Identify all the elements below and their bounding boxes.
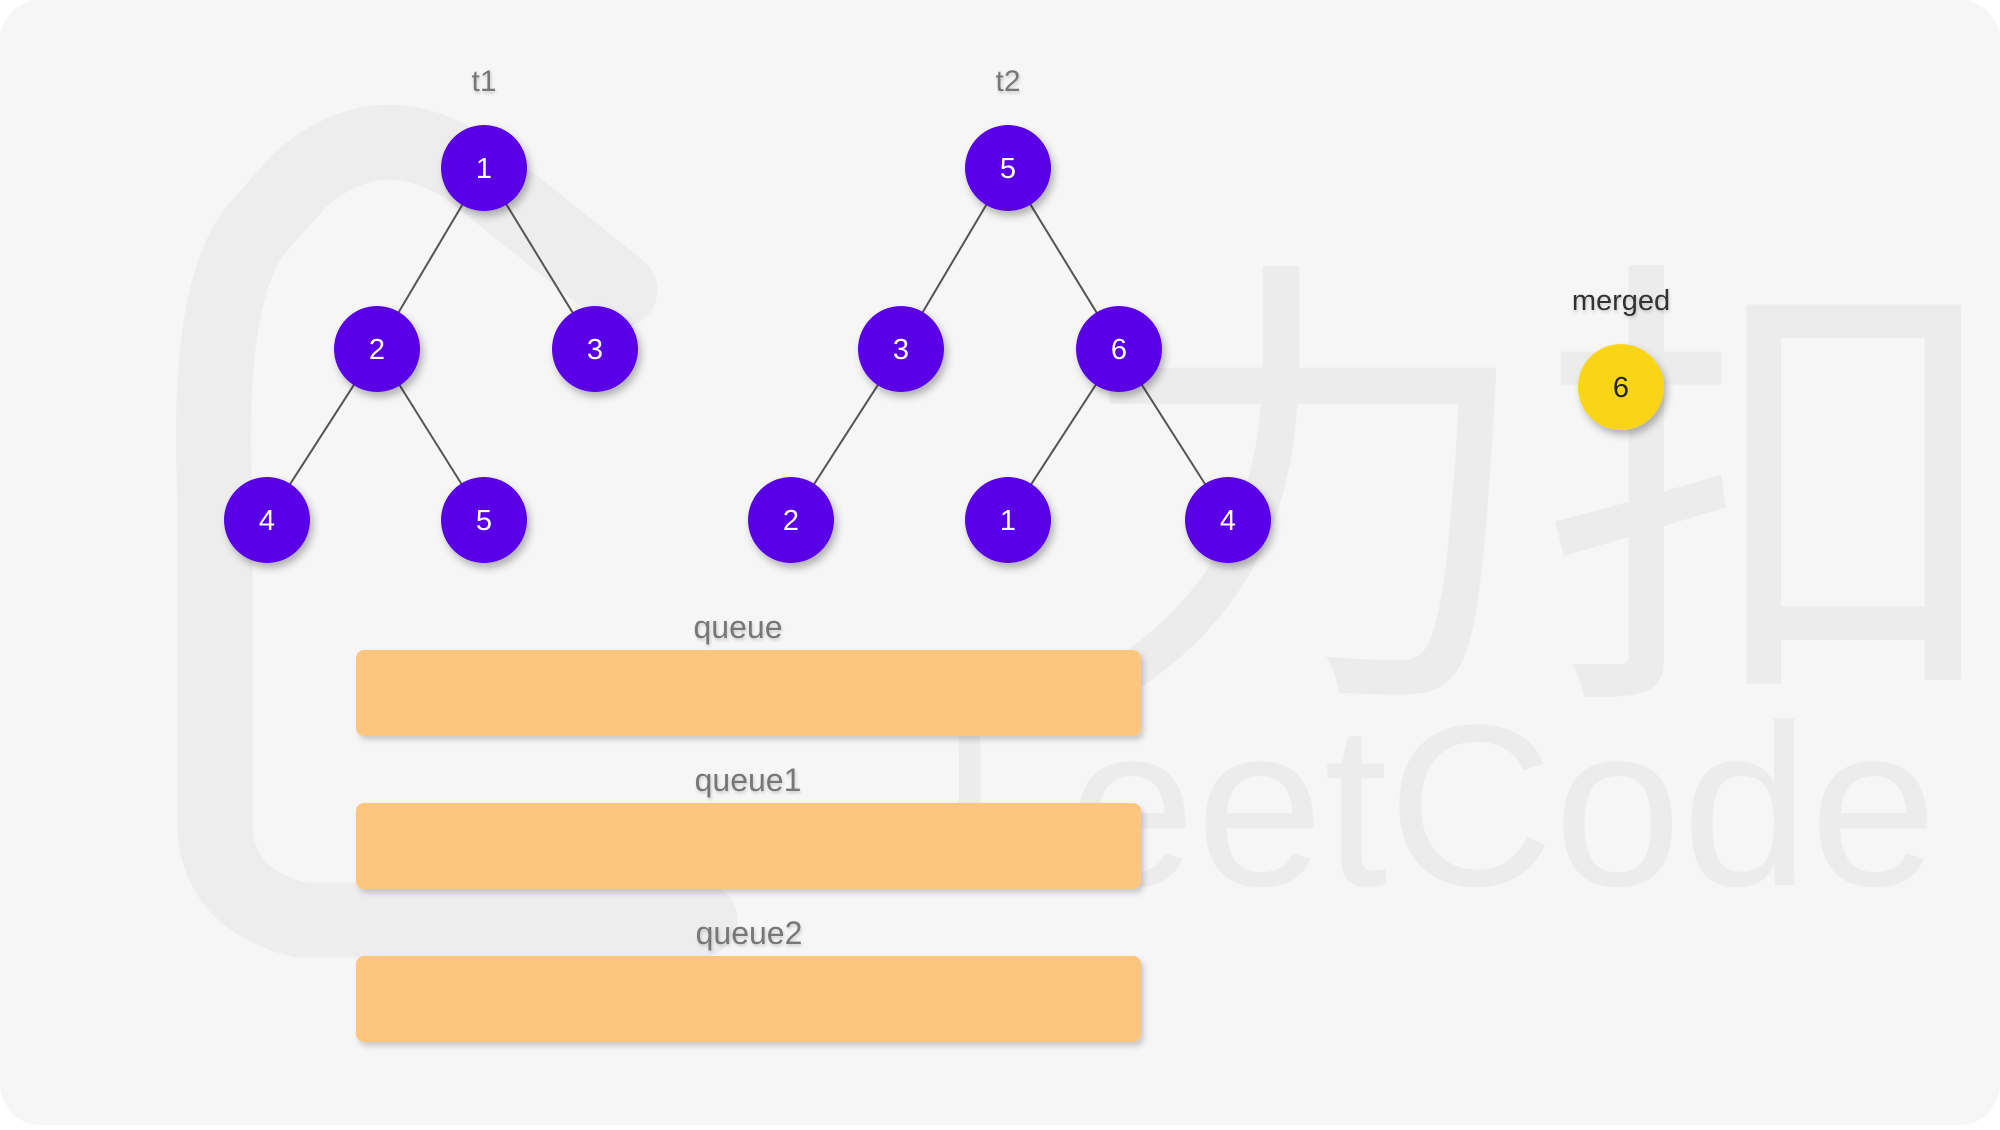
tree-node-t1-n3: 3 [552, 306, 638, 392]
node-value: 1 [476, 153, 492, 185]
queue-block-queue1: queue1 [356, 762, 1141, 889]
queue-bar-queue1 [356, 803, 1141, 889]
node-value: 5 [1000, 153, 1016, 185]
tree-node-t1-n4: 4 [224, 477, 310, 563]
tree-node-t2-n4: 2 [748, 477, 834, 563]
queue-bar-queue [356, 650, 1141, 736]
tree-edge-t2-n1-t2-n2 [919, 201, 990, 316]
tree-node-t1-n1: 1 [441, 125, 527, 211]
tree-node-t2-n2: 3 [858, 306, 944, 392]
tree-node-t2-n3: 6 [1076, 306, 1162, 392]
tree-node-t2-n5: 1 [965, 477, 1051, 563]
tree-node-t2-n1: 5 [965, 125, 1051, 211]
queue-bar-queue2 [356, 956, 1141, 1042]
node-value: 2 [783, 505, 799, 537]
merged-result: merged 6 [1572, 285, 1670, 430]
merged-node-value: 6 [1613, 372, 1629, 404]
tree-edge-t1-n2-t1-n5 [396, 381, 465, 488]
queues: queue queue1 queue2 [356, 609, 1141, 1042]
node-value: 3 [893, 334, 909, 366]
merged-node: 6 [1578, 344, 1664, 430]
node-value: 2 [369, 334, 385, 366]
tree-t2: t2 5 3 6 2 1 4 [748, 65, 1271, 563]
node-value: 3 [587, 334, 603, 366]
tree-node-t2-n6: 4 [1185, 477, 1271, 563]
queue-block-queue2: queue2 [356, 915, 1141, 1042]
node-value: 5 [476, 505, 492, 537]
tree-edge-t1-n1-t1-n2 [395, 201, 466, 316]
node-value: 4 [1220, 505, 1236, 537]
merged-label: merged [1572, 285, 1670, 317]
tree-edge-t2-n3-t2-n5 [1028, 381, 1099, 488]
tree-label-t1: t1 [471, 65, 496, 98]
queue-label-queue: queue [694, 609, 783, 645]
tree-edge-t2-n2-t2-n4 [811, 381, 881, 488]
node-value: 6 [1111, 334, 1127, 366]
tree-node-t1-n2: 2 [334, 306, 420, 392]
tree-t1: t1 1 2 3 4 5 [224, 65, 638, 563]
queue-label-queue1: queue1 [695, 762, 802, 798]
tree-edge-t2-n3-t2-n6 [1139, 381, 1208, 488]
tree-edge-t2-n1-t2-n3 [1027, 200, 1100, 317]
queue-label-queue2: queue2 [696, 915, 803, 951]
edges-layer [287, 200, 1208, 488]
tree-label-t2: t2 [995, 65, 1020, 98]
tree-node-t1-n5: 5 [441, 477, 527, 563]
node-value: 4 [259, 505, 275, 537]
node-value: 1 [1000, 505, 1016, 537]
queue-block-queue: queue [356, 609, 1141, 736]
tree-edge-t1-n2-t1-n4 [287, 381, 357, 488]
tree-edge-t1-n1-t1-n3 [503, 200, 576, 317]
